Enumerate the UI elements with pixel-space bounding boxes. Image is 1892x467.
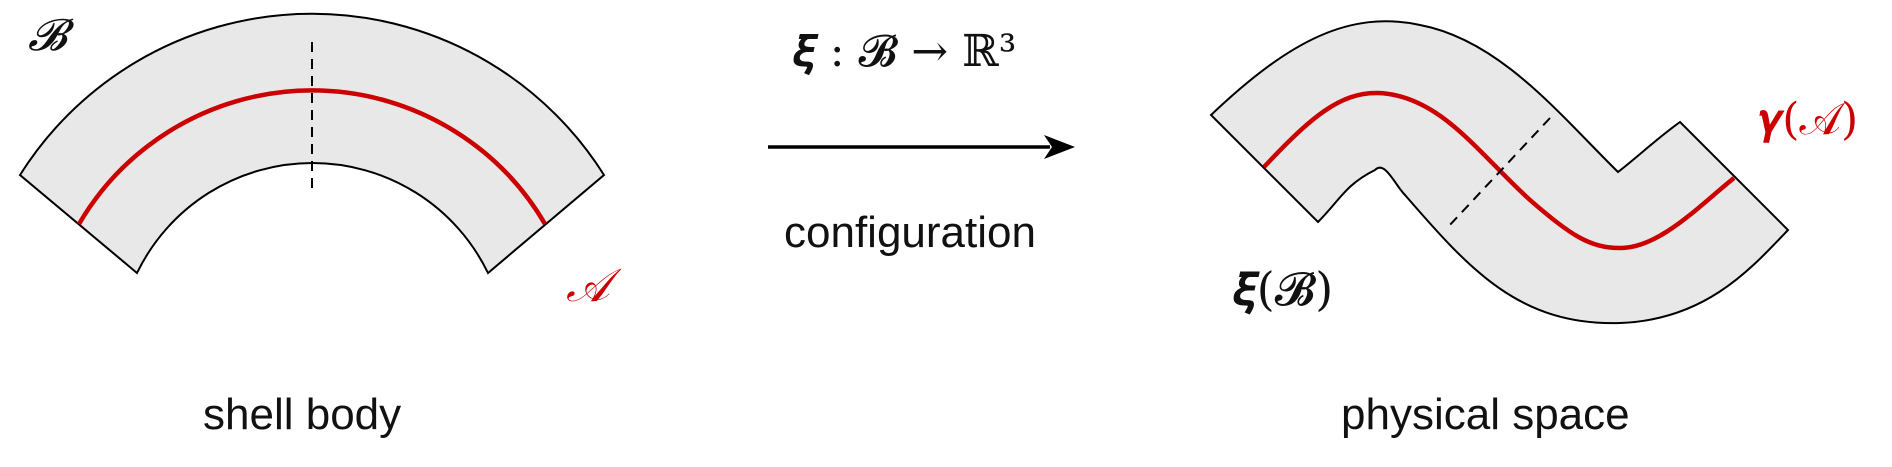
deformed-shell-figure: [1209, 20, 1790, 325]
map-label: 𝝃 : 𝓑 → ℝ³: [792, 26, 1017, 77]
deformed-thickness-dashed-line: [1447, 117, 1551, 228]
configuration-arrow: [768, 135, 1075, 159]
left-caption: shell body: [203, 390, 402, 439]
image-body-label: 𝝃(𝓑): [1232, 262, 1334, 316]
deformed-midsurface-curve: [1262, 90, 1736, 251]
image-midsurface-label: 𝜸(𝒜): [1757, 94, 1859, 145]
arrow-head-icon: [1044, 135, 1075, 159]
shell-body-region: [18, 12, 606, 275]
body-symbol: 𝓑: [28, 10, 67, 61]
map-caption: configuration: [784, 208, 1036, 257]
shell-body-figure: [18, 12, 606, 275]
midsurface-curve: [77, 88, 547, 226]
midsurface-symbol: 𝒜: [566, 258, 610, 312]
right-caption: physical space: [1341, 390, 1630, 439]
